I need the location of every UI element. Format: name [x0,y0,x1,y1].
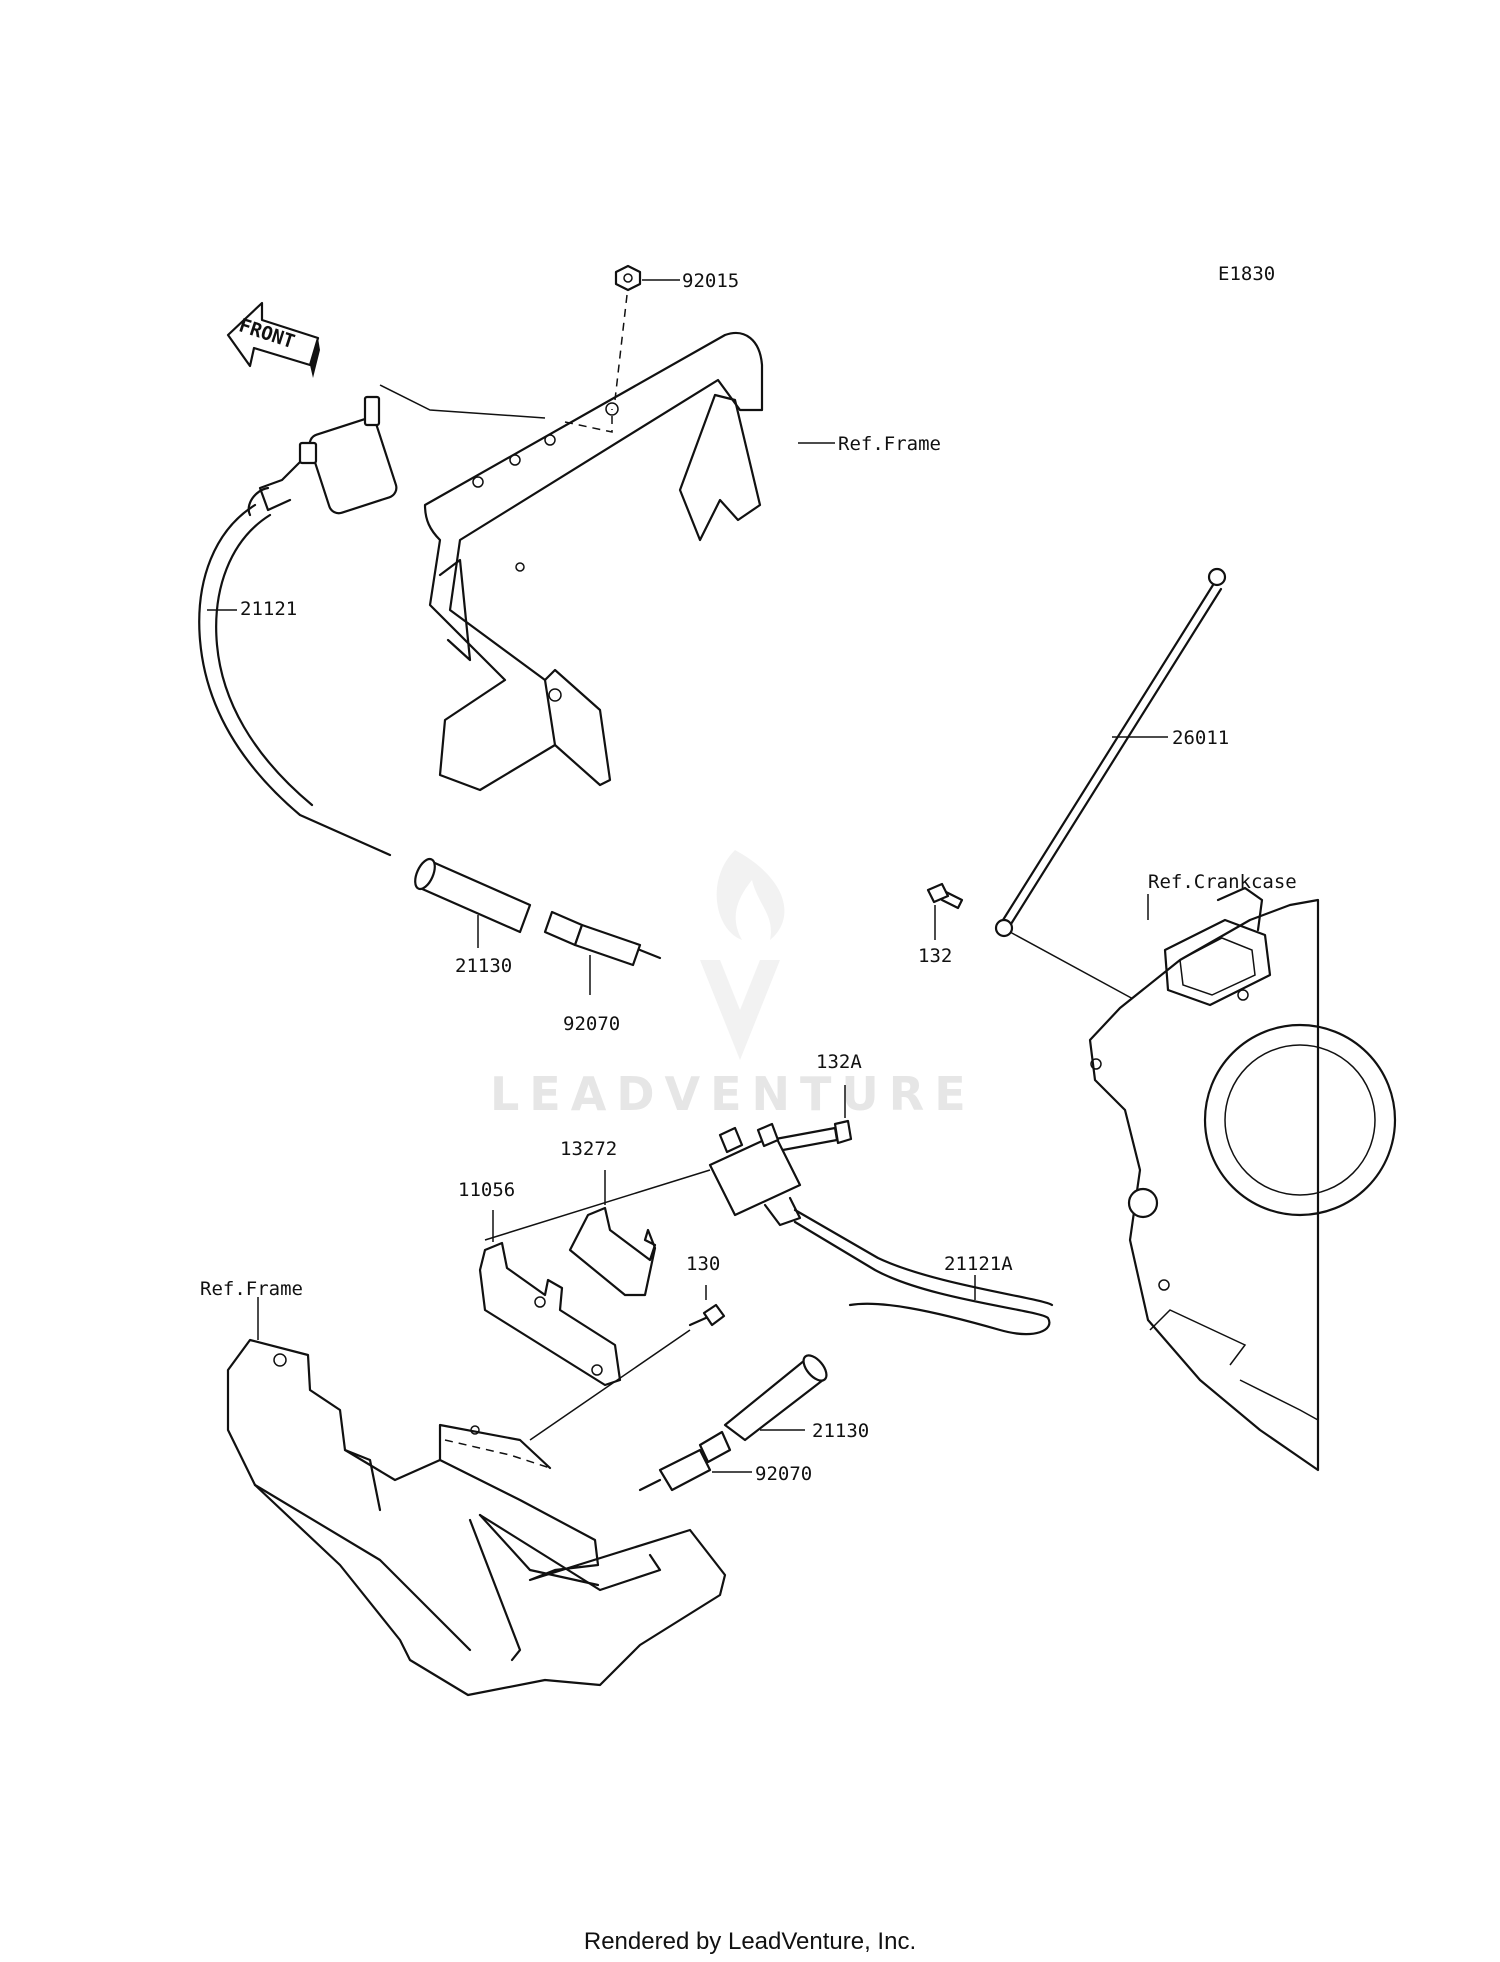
watermark-logo [700,850,785,1060]
ignition-coil-lower [708,1122,802,1227]
callout-ref-crankcase: Ref.Crankcase [1148,871,1297,893]
spark-plug-upper [543,910,662,967]
bolt-130 [688,1303,726,1327]
callout-21130-upper: 21130 [455,955,512,977]
callout-130: 130 [686,1253,720,1275]
bolt-132a [768,1119,853,1154]
bracket-11056 [478,1241,622,1387]
callout-92070-lower: 92070 [755,1463,812,1485]
frame-lower [226,1338,727,1697]
footer-credit: Rendered by LeadVenture, Inc. [583,1928,917,1955]
callout-21121: 21121 [240,598,297,620]
callout-132: 132 [918,945,952,967]
front-arrow-icon: FRONT [226,301,320,378]
callout-132a: 132A [816,1051,862,1073]
callout-11056: 11056 [458,1179,515,1201]
bolt-132 [926,882,964,910]
diagram-code: E1830 [1218,263,1275,285]
spark-plug-lower [638,1430,732,1492]
ht-cable-upper [198,503,392,857]
callout-21130-lower: 21130 [812,1420,869,1442]
ignition-coil-upper [247,384,546,517]
callout-26011: 26011 [1172,727,1229,749]
frame-upper [423,331,764,792]
callout-13272: 13272 [560,1138,617,1160]
callout-ref-frame-lower: Ref.Frame [200,1278,303,1300]
callout-92070-upper: 92070 [563,1013,620,1035]
watermark-text: LEADVENTURE [490,1067,976,1121]
callout-ref-frame-top: Ref.Frame [838,433,941,455]
spark-plug-cap-lower [723,1354,828,1442]
spark-plug-cap-upper [414,857,532,934]
bracket-13272 [568,1206,657,1297]
callout-21121a: 21121A [944,1253,1013,1275]
nut-92015 [614,264,642,292]
ground-cable-26011 [994,567,1227,938]
callout-92015: 92015 [682,270,739,292]
crankcase [1088,886,1397,1472]
ht-cable-lower [793,1220,1051,1336]
